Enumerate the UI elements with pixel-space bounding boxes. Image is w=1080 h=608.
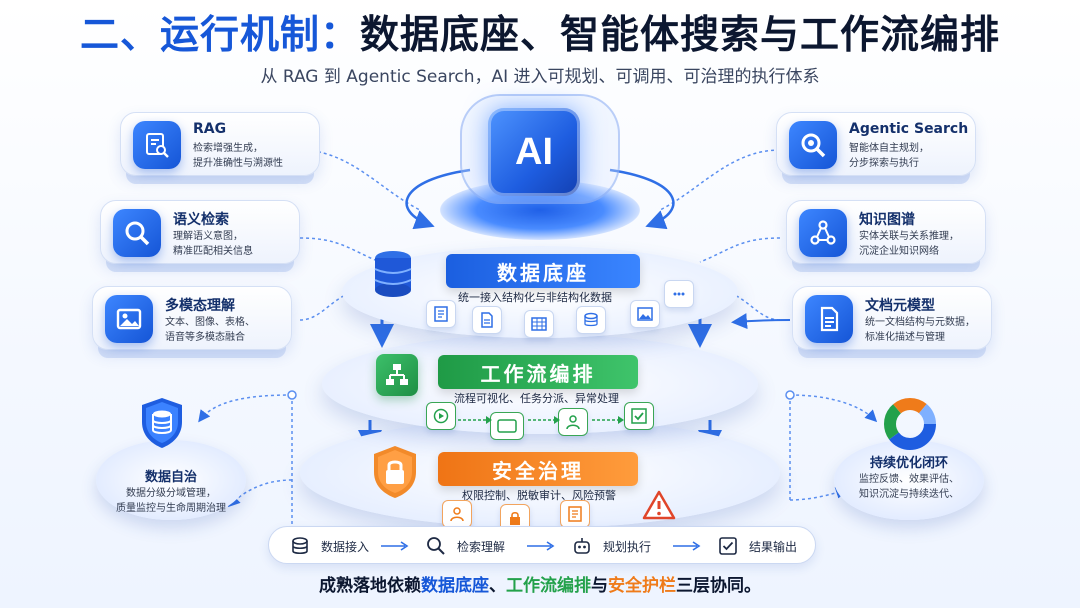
- file-mini-icon: [472, 306, 502, 334]
- security-layer-desc: 权限控制、脱敏审计、风险预警: [462, 489, 616, 502]
- pipeline-bar: 数据接入 检索理解 规划执行 结果输出: [268, 526, 816, 564]
- card-title: 语义检索: [173, 212, 229, 228]
- workflow-layer-icon: [376, 354, 418, 396]
- security-layer-lock-icon: [370, 444, 420, 504]
- card-semantic-search[interactable]: 语义检索 理解语义意图，精准匹配相关信息: [100, 200, 300, 264]
- card-agentic-search[interactable]: Agentic Search 智能体自主规划，分步探索与执行: [776, 112, 976, 176]
- doc-mini-icon: [426, 300, 456, 328]
- ai-core: AI: [488, 108, 580, 196]
- pipeline-step-ingest[interactable]: 数据接入: [289, 527, 369, 565]
- user-mini-icon: [558, 408, 588, 436]
- right-pedestal: [834, 440, 984, 520]
- card-desc: 智能体自主规划，分步探索与执行: [849, 143, 929, 169]
- card-title: 多模态理解: [165, 298, 235, 314]
- workflow-layer-desc: 流程可视化、任务分派、异常处理: [454, 392, 619, 405]
- pipeline-step-label: 检索理解: [457, 539, 506, 554]
- robot-icon: [571, 535, 593, 557]
- pipeline-step-label: 规划执行: [603, 539, 652, 554]
- page-subtitle: 从 RAG 到 Agentic Search，AI 进入可规划、可调用、可治理的…: [260, 67, 820, 87]
- database-mini-icon: [576, 306, 606, 334]
- pipeline-arrow: [381, 541, 409, 551]
- pipeline-arrow: [673, 541, 701, 551]
- card-title: Agentic Search: [849, 121, 969, 137]
- card-multimodal[interactable]: 多模态理解 文本、图像、表格、语音等多模态融合: [92, 286, 292, 350]
- workflow-layer-label: 工作流编排: [438, 355, 638, 389]
- table-mini-icon: [524, 310, 554, 338]
- card-knowledge-graph[interactable]: 知识图谱 实体关联与关系推理，沉淀企业知识网络: [786, 200, 986, 264]
- card-desc: 理解语义意图，精准匹配相关信息: [173, 231, 253, 257]
- pipeline-arrow: [527, 541, 555, 551]
- security-layer-label: 安全治理: [438, 452, 638, 486]
- audit-mini-icon: [560, 500, 590, 528]
- ai-label: AI: [515, 130, 553, 173]
- pipeline-step-plan[interactable]: 规划执行: [571, 527, 651, 565]
- document-search-icon: [133, 121, 181, 169]
- check-mini-icon: [624, 402, 654, 430]
- image-mini-icon: [630, 300, 660, 328]
- data-layer-label: 数据底座: [446, 254, 640, 288]
- card-desc: 统一文档结构与元数据，标准化描述与管理: [865, 317, 975, 343]
- page-title: 二、运行机制：数据底座、智能体搜索与工作流编排: [0, 10, 1080, 62]
- shield-database-icon: [138, 396, 186, 454]
- card-title: RAG: [193, 121, 227, 137]
- right-pedestal-title: 持续优化闭环: [869, 456, 948, 471]
- card-desc: 文本、图像、表格、语音等多模态融合: [165, 317, 255, 343]
- graph-icon: [799, 209, 847, 257]
- task-mini-icon: [490, 412, 524, 440]
- pipeline-step-output[interactable]: 结果输出: [717, 527, 797, 565]
- card-title: 知识图谱: [859, 212, 915, 228]
- card-rag[interactable]: RAG 检索增强生成，提升准确性与溯源性: [120, 112, 320, 176]
- workflow-flow-arrows: [458, 416, 624, 424]
- donut-chart-icon: [882, 396, 938, 456]
- pipeline-step-label: 数据接入: [321, 539, 370, 554]
- footer-summary: 成熟落地依赖数据底座、工作流编排与安全护栏三层协同。: [319, 576, 761, 596]
- data-layer-database-icon: [372, 250, 414, 304]
- title-part2: 数据底座、智能体搜索与工作流编排: [360, 13, 1001, 58]
- pipeline-step-label: 结果输出: [749, 539, 798, 554]
- document-icon: [805, 295, 853, 343]
- left-pedestal-desc: 数据分级分域管理，质量监控与生命周期治理: [116, 488, 226, 514]
- database-icon: [289, 535, 311, 557]
- card-document-metamodel[interactable]: 文档元模型 统一文档结构与元数据，标准化描述与管理: [792, 286, 992, 350]
- left-pedestal-title: 数据自治: [144, 470, 197, 485]
- search-icon: [425, 535, 447, 557]
- magnifier-icon: [789, 121, 837, 169]
- right-pedestal-desc: 监控反馈、效果评估、知识沉淀与持续迭代、: [859, 474, 959, 500]
- chat-mini-icon: [664, 280, 694, 308]
- check-icon: [717, 535, 739, 557]
- pipeline-step-retrieve[interactable]: 检索理解: [425, 527, 505, 565]
- title-part1: 二、运行机制：: [79, 13, 360, 58]
- card-title: 文档元模型: [865, 298, 935, 314]
- left-pedestal: [96, 440, 246, 520]
- data-layer-desc: 统一接入结构化与非结构化数据: [458, 291, 612, 304]
- card-desc: 检索增强生成，提升准确性与溯源性: [193, 143, 283, 169]
- user-mini-icon: [442, 500, 472, 528]
- warning-icon: [642, 490, 676, 524]
- play-mini-icon: [426, 402, 456, 430]
- card-desc: 实体关联与关系推理，沉淀企业知识网络: [859, 231, 959, 257]
- search-icon: [113, 209, 161, 257]
- image-icon: [105, 295, 153, 343]
